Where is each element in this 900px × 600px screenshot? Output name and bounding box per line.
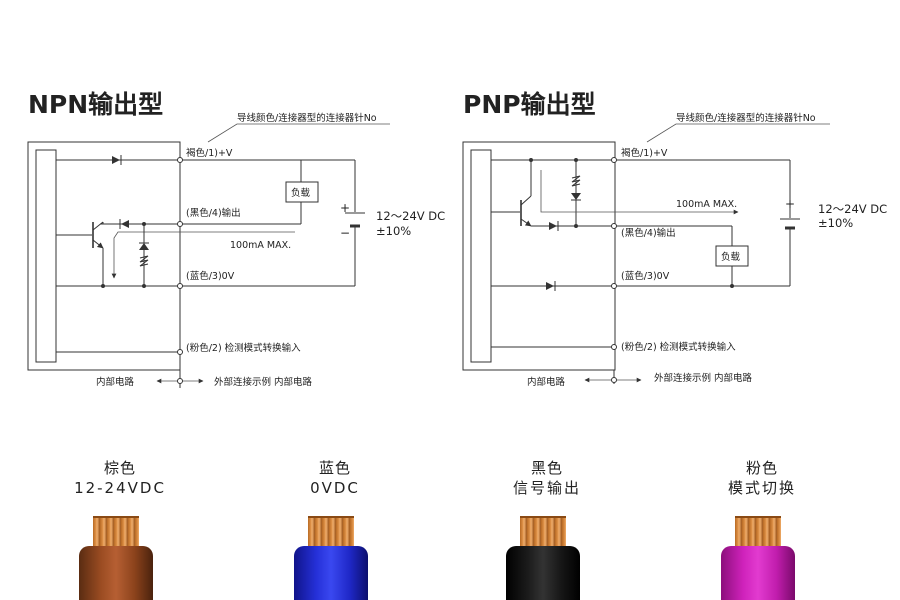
npn-plus: + <box>340 201 350 215</box>
wire-brown: 棕色 12-24VDC <box>45 458 195 600</box>
npn-internal-frame <box>27 141 181 371</box>
wire-blue-color: 蓝色 <box>318 459 351 477</box>
npn-diode-top <box>112 156 120 164</box>
pnp-internal-frame <box>462 141 616 371</box>
pnp-sensor-block <box>470 149 492 363</box>
npn-current-arrow <box>111 231 295 279</box>
npn-load-label: 负载 <box>291 187 311 199</box>
pnp-terminal-pink <box>611 344 617 350</box>
npn-external-label: 外部连接示例 内部电路 <box>214 376 313 388</box>
wire-black-color: 黑色 <box>530 459 563 477</box>
pnp-load-label: 负载 <box>721 251 741 263</box>
wire-black-function: 信号输出 <box>512 479 581 497</box>
npn-diagram: NPN输出型 导线颜色/连接器型的连接器针No 褐色/1)+V 负载 (黑色/4… <box>27 90 445 388</box>
pnp-diagram: PNP输出型 导线颜色/连接器型的连接器针No 褐色/1)+V 100mA MA… <box>462 90 887 388</box>
pnp-plus: + <box>785 197 795 211</box>
npn-internal-label: 内部电路 <box>96 376 135 388</box>
npn-supply-voltage: 12～24V DC <box>376 209 445 223</box>
pnp-label-black: (黑色/4)输出 <box>621 227 676 239</box>
pnp-terminal-brown <box>611 157 617 163</box>
pnp-title: PNP输出型 <box>463 90 596 119</box>
pnp-label-pink: (粉色/2) 检测模式转换输入 <box>621 341 736 353</box>
wire-pink-sleeve <box>721 546 795 600</box>
npn-terminal-pink <box>177 349 183 355</box>
npn-title: NPN输出型 <box>28 90 163 119</box>
pnp-label-brown: 褐色/1)+V <box>621 147 668 159</box>
pnp-zener <box>571 193 581 200</box>
npn-supply-tolerance: ±10% <box>376 224 411 238</box>
npn-label-blue: (蓝色/3)0V <box>186 270 235 282</box>
npn-load-box <box>285 181 319 203</box>
wire-brown-color: 棕色 <box>103 459 136 477</box>
pnp-external-label: 外部连接示例 内部电路 <box>654 372 753 384</box>
pnp-note-leader <box>646 123 830 143</box>
npn-zener <box>139 243 149 250</box>
pnp-wire-note: 导线颜色/连接器型的连接器针No <box>676 112 816 124</box>
npn-terminal-blue <box>177 283 183 289</box>
npn-wire-note: 导线颜色/连接器型的连接器针No <box>237 112 377 124</box>
wire-pink-copper <box>735 516 781 550</box>
wire-black: 黑色 信号输出 <box>472 458 622 600</box>
pnp-internal-label: 内部电路 <box>527 376 566 388</box>
pnp-terminal-black <box>611 223 617 229</box>
wire-blue-copper <box>308 516 354 550</box>
npn-note-leader <box>207 123 390 143</box>
wire-brown-sleeve <box>79 546 153 600</box>
wire-blue-function: 0VDC <box>310 479 360 497</box>
npn-label-brown: 褐色/1)+V <box>186 147 233 159</box>
wire-blue: 蓝色 0VDC <box>260 458 410 600</box>
wire-black-copper <box>520 516 566 550</box>
wire-brown-function: 12-24VDC <box>74 479 166 497</box>
pnp-current-label: 100mA MAX. <box>676 199 737 210</box>
pnp-supply-voltage: 12～24V DC <box>818 202 887 216</box>
npn-label-black: (黑色/4)输出 <box>186 207 241 219</box>
pnp-diode-zero <box>546 282 554 290</box>
npn-terminal-black <box>177 221 183 227</box>
npn-current-label: 100mA MAX. <box>230 240 291 251</box>
pnp-current-arrow <box>540 170 739 215</box>
wire-brown-copper <box>93 516 139 550</box>
wire-pink-function: 模式切换 <box>727 479 796 497</box>
wire-pink: 粉色 模式切换 <box>687 458 837 600</box>
npn-terminal-brown <box>177 157 183 163</box>
wire-black-sleeve <box>506 546 580 600</box>
npn-diode-output <box>121 220 129 228</box>
npn-label-pink: (粉色/2) 检测模式转换输入 <box>186 342 301 354</box>
pnp-supply-tolerance: ±10% <box>818 216 853 230</box>
pnp-terminal-blue <box>611 283 617 289</box>
npn-minus: − <box>340 226 350 240</box>
pnp-label-blue: (蓝色/3)0V <box>621 270 670 282</box>
pnp-diode-output <box>549 222 557 230</box>
npn-sensor-block <box>35 149 57 363</box>
wire-blue-sleeve <box>294 546 368 600</box>
wire-pink-color: 粉色 <box>745 459 778 477</box>
